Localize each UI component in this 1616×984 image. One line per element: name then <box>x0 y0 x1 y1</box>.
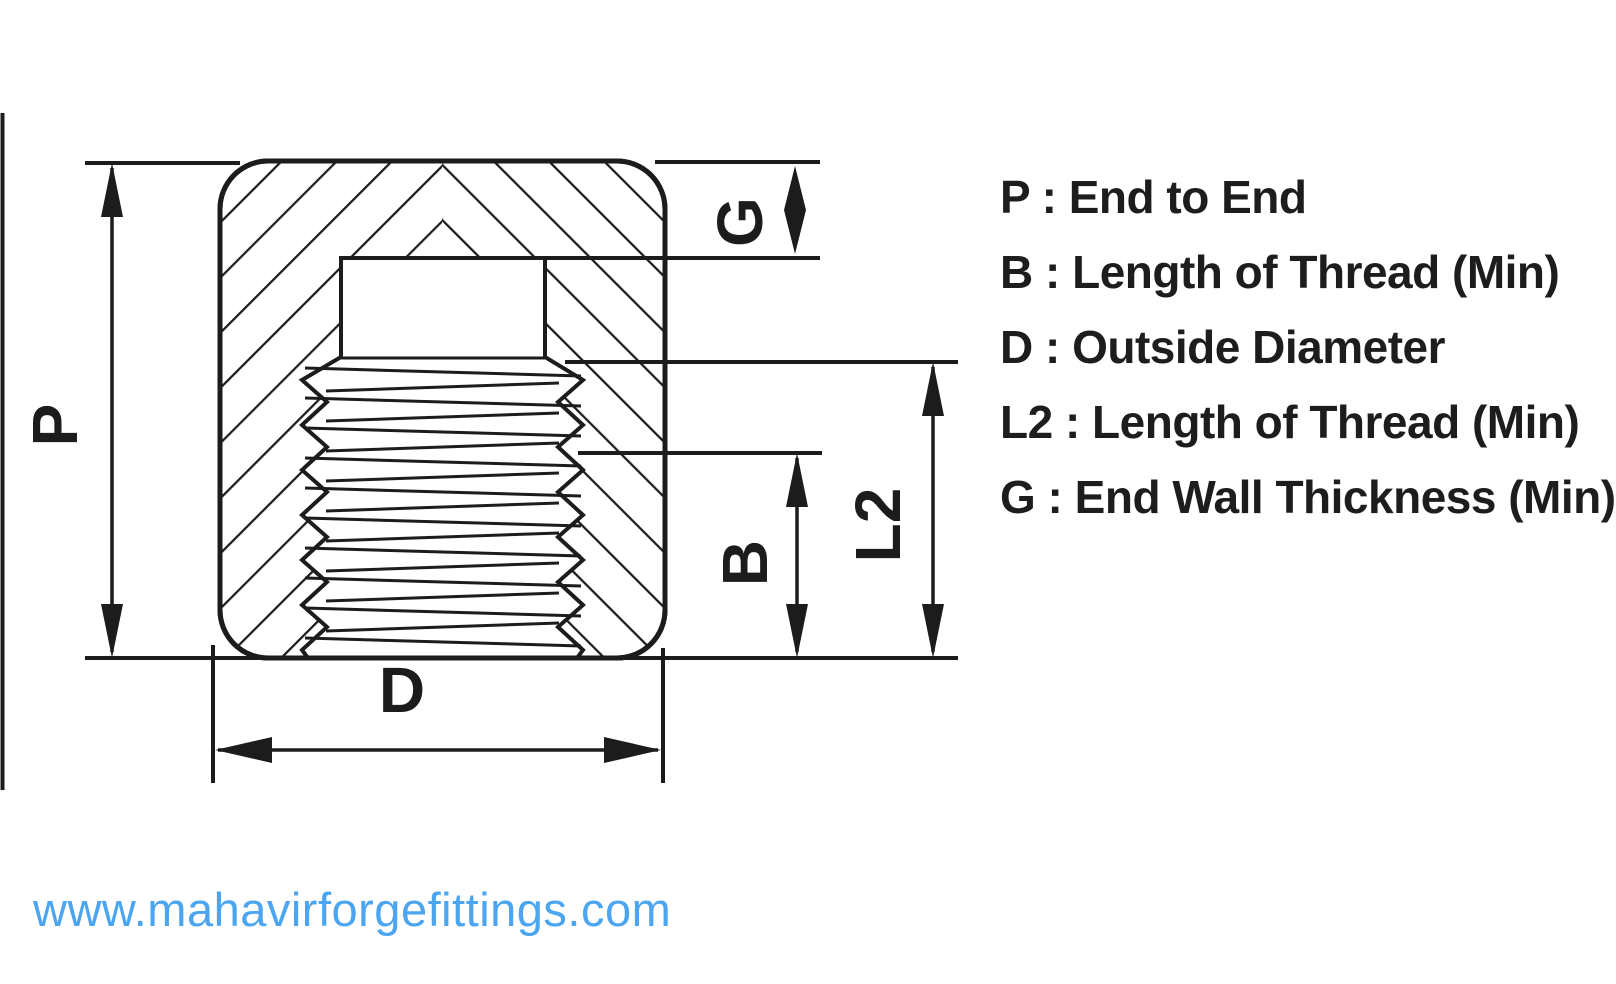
dimension-l2: L2 <box>565 360 958 658</box>
dimension-d: D <box>211 645 665 783</box>
g-dimension-label: G <box>704 197 776 247</box>
d-arrow-right <box>604 737 661 763</box>
legend-item-g: G : End Wall Thickness (Min) <box>1000 471 1616 523</box>
legend-item-b: B : Length of Thread (Min) <box>1000 246 1560 298</box>
b-dimension-label: B <box>709 540 781 586</box>
dimension-g: G <box>545 160 820 260</box>
legend-item-d: D : Outside Diameter <box>1000 321 1445 373</box>
l2-arrow-down <box>922 604 944 658</box>
g-arrow-diamond <box>784 166 806 254</box>
b-arrow-up <box>786 453 808 507</box>
l2-dimension-label: L2 <box>842 488 914 563</box>
dimension-b: B <box>578 451 822 658</box>
b-arrow-down <box>786 604 808 658</box>
legend-item-l2: L2 : Length of Thread (Min) <box>1000 396 1580 448</box>
p-arrow-down <box>101 604 123 658</box>
dimension-p: P <box>19 161 240 658</box>
d-arrow-left <box>215 737 272 763</box>
legend-item-p: P : End to End <box>1000 171 1307 223</box>
p-arrow-up <box>101 163 123 217</box>
p-dimension-label: P <box>19 404 91 447</box>
thread-lines <box>304 356 582 648</box>
l2-arrow-up <box>922 362 944 416</box>
website-url: www.mahavirforgefittings.com <box>33 883 672 936</box>
d-dimension-label: D <box>379 654 425 726</box>
legend: P : End to End B : Length of Thread (Min… <box>1000 167 1616 542</box>
